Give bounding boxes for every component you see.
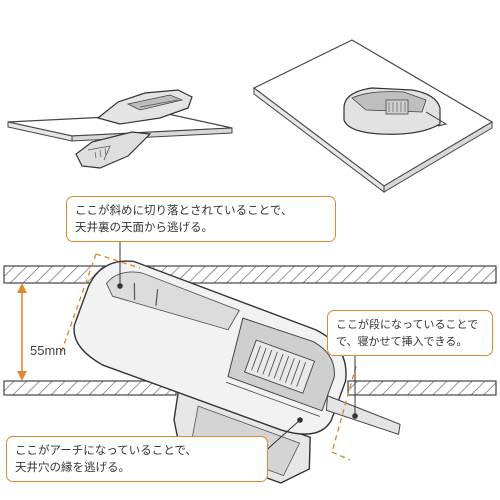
callout-arch-line1: ここがアーチになっていることで、 xyxy=(15,443,197,457)
ceiling-board-section-right xyxy=(347,380,497,396)
guide-lines xyxy=(59,253,357,461)
callout-arch-line2: 天井穴の縁を逃げる。 xyxy=(15,460,130,474)
dimension-label: 55mm xyxy=(30,343,67,358)
dimension-arrow xyxy=(17,283,27,381)
callout-step-line2: で、寝かせて挿入できる。 xyxy=(336,335,468,348)
device-lower-small xyxy=(75,131,152,169)
callout-step: ここが段になっていることで で、寝かせて挿入できる。 xyxy=(327,310,493,356)
installed-illustration xyxy=(252,39,494,194)
device-tab xyxy=(325,395,401,436)
callout-chamfer-line2: 天井裏の天面から逃げる。 xyxy=(75,220,213,234)
callout-chamfer-line1: ここが斜めに切り落とされていることで、 xyxy=(75,203,293,217)
ceiling-board-section-left xyxy=(3,380,177,396)
leader-dots xyxy=(117,283,358,423)
ceiling-upper-surface xyxy=(3,265,497,284)
callout-arch: ここがアーチになっていることで、 天井穴の縁を逃げる。 xyxy=(6,436,268,482)
insertion-illustration xyxy=(7,89,233,169)
callout-chamfer: ここが斜めに切り落とされていることで、 天井裏の天面から逃げる。 xyxy=(66,196,336,242)
callout-step-line1: ここが段になっていることで xyxy=(336,318,479,331)
